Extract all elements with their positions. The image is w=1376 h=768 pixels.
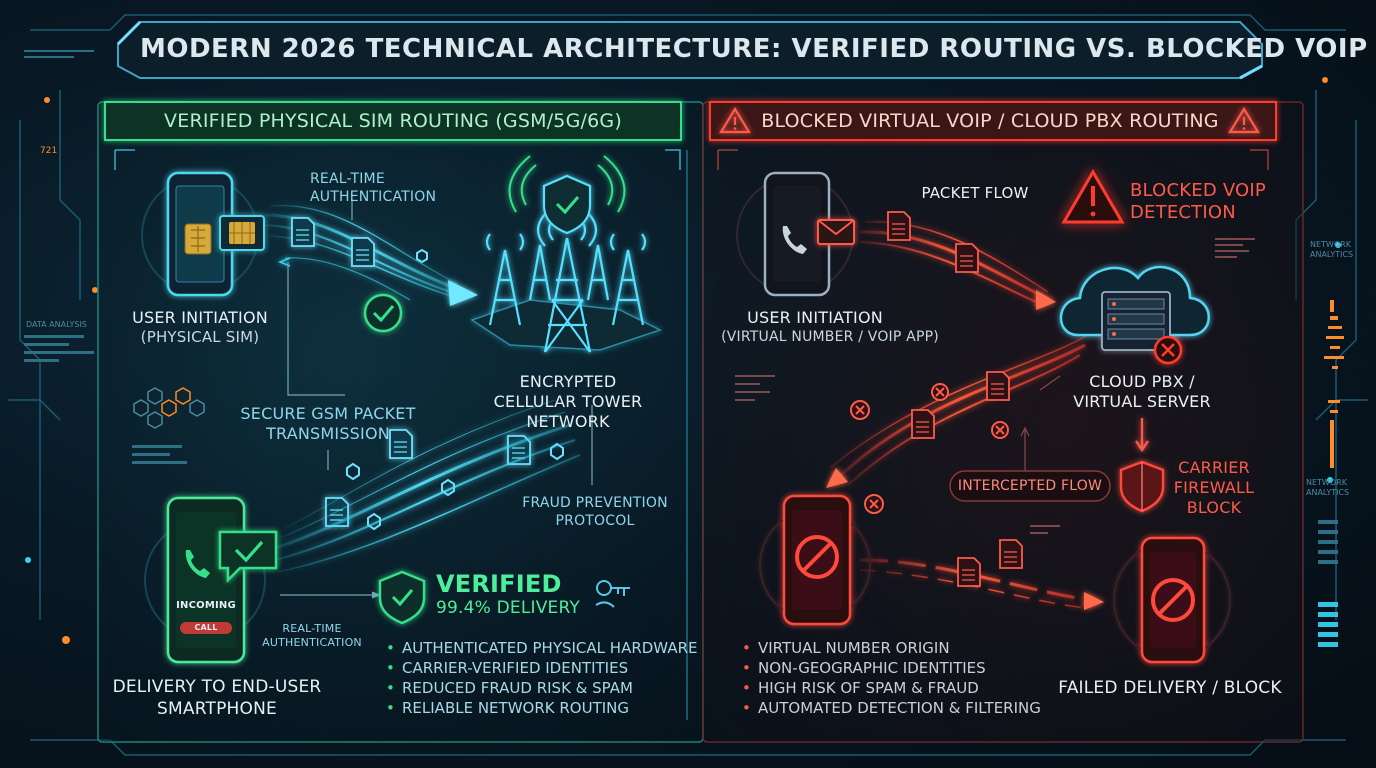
- feature-item: VIRTUAL NUMBER ORIGIN: [742, 638, 1041, 658]
- key-icon: [595, 580, 630, 608]
- delivery-rate-label: 99.4% DELIVERY: [436, 598, 581, 618]
- title-frame: [116, 20, 1263, 80]
- feature-item: RELIABLE NETWORK ROUTING: [386, 698, 697, 718]
- left-side-bars: [24, 50, 187, 464]
- feature-item: CARRIER-VERIFIED IDENTITIES: [386, 658, 697, 678]
- sim-card-icon: [219, 215, 265, 251]
- blocked-voip-detection-label: BLOCKED VOIP DETECTION: [1130, 180, 1266, 223]
- verified-label: VERIFIED: [436, 570, 562, 598]
- right-panel-data-bars: [735, 238, 1255, 534]
- chat-check-icon: [218, 530, 278, 584]
- shield-check-icon: [542, 174, 592, 235]
- feature-item: AUTHENTICATED PHYSICAL HARDWARE: [386, 638, 697, 658]
- honeycomb-widget: [133, 387, 205, 429]
- network-hex-icons: [346, 248, 564, 531]
- user-initiation-sub-label: (PHYSICAL SIM): [140, 328, 260, 346]
- connector-lines: [280, 200, 593, 599]
- right-connector-lines: [1020, 375, 1061, 472]
- frame-nodes-cyan: [25, 242, 1341, 563]
- cloud-server-icon: [1059, 265, 1210, 365]
- failed-delivery-label: FAILED DELIVERY / BLOCK: [1058, 678, 1282, 698]
- cloud-pbx-label: CLOUD PBX / VIRTUAL SERVER: [1073, 372, 1211, 411]
- warning-icon-right: [1228, 106, 1260, 134]
- red-document-lines: [892, 223, 1017, 581]
- data-analysis-label: DATA ANALYSIS: [26, 320, 87, 329]
- secure-transmission-label: SECURE GSM PACKET TRANSMISSION: [240, 404, 416, 443]
- message-envelope-icon: [817, 219, 855, 245]
- network-analytics-label-bottom: NETWORK ANALYTICS: [1306, 478, 1350, 497]
- bottom-data-stream: [274, 399, 581, 573]
- verified-features-list: AUTHENTICATED PHYSICAL HARDWARE CARRIER-…: [386, 638, 697, 718]
- red-packet-document-icons: [887, 211, 1023, 587]
- verified-shield-icon: [378, 570, 426, 625]
- feature-item: HIGH RISK OF SPAM & FRAUD: [742, 678, 1041, 698]
- realtime-auth-bottom-label: REAL-TIME AUTHENTICATION: [262, 622, 362, 649]
- voip-user-initiation-label: USER INITIATION: [747, 308, 883, 327]
- frame-nodes: [44, 77, 1328, 644]
- incoming-call-text: INCOMING: [176, 600, 236, 611]
- tower-network-label: ENCRYPTED CELLULAR TOWER NETWORK: [493, 372, 643, 431]
- blocked-phone-icon: [759, 494, 871, 626]
- cell-tower-icon: [470, 213, 662, 353]
- packet-flow-label: PACKET FLOW: [921, 184, 1029, 202]
- voip-phone-icon: [736, 171, 854, 297]
- check-circle-icon: [363, 293, 403, 333]
- feature-item: NON-GEOGRAPHIC IDENTITIES: [742, 658, 1041, 678]
- left-panel-header: VERIFIED PHYSICAL SIM ROUTING (GSM/5G/6G…: [164, 110, 622, 132]
- blocked-features-list: VIRTUAL NUMBER ORIGIN NON-GEOGRAPHIC IDE…: [742, 638, 1041, 718]
- warning-icon-left: [719, 106, 751, 134]
- blocked-warning-icon: [1061, 169, 1125, 224]
- right-side-analytics-bars: [1318, 300, 1344, 647]
- feature-item: REDUCED FRAUD RISK & SPAM: [386, 678, 697, 698]
- firewall-shield-icon: [1119, 418, 1165, 513]
- carrier-firewall-label: CARRIER FIREWALL BLOCK: [1173, 458, 1255, 517]
- fraud-prevention-label: FRAUD PREVENTION PROTOCOL: [522, 495, 668, 529]
- intercepted-flow-label: INTERCEPTED FLOW: [957, 478, 1103, 494]
- x-mark-glyphs: [855, 387, 1005, 509]
- left-panel-frame: [97, 101, 704, 743]
- user-initiation-label: USER INITIATION: [132, 308, 268, 327]
- call-button-label: CALL: [194, 623, 218, 632]
- feature-item: AUTOMATED DETECTION & FILTERING: [742, 698, 1041, 718]
- delivery-end-user-label: DELIVERY TO END-USER SMARTPHONE: [112, 677, 322, 719]
- network-analytics-label-top: NETWORK ANALYTICS: [1310, 240, 1354, 259]
- sim-phone-icon: [141, 171, 259, 297]
- failed-delivery-phone-icon: [1113, 536, 1231, 664]
- right-panel-header: BLOCKED VIRTUAL VOIP / CLOUD PBX ROUTING: [761, 110, 1219, 132]
- page-title: MODERN 2026 TECHNICAL ARCHITECTURE: VERI…: [140, 34, 1368, 64]
- side-counter: 721: [40, 146, 58, 156]
- intercepted-pill: [949, 470, 1111, 502]
- voip-user-initiation-sub-label: (VIRTUAL NUMBER / VOIP APP): [721, 329, 939, 345]
- realtime-auth-top-label: REAL-TIME AUTHENTICATION: [310, 171, 437, 205]
- wifi-signal-arcs: [508, 155, 626, 213]
